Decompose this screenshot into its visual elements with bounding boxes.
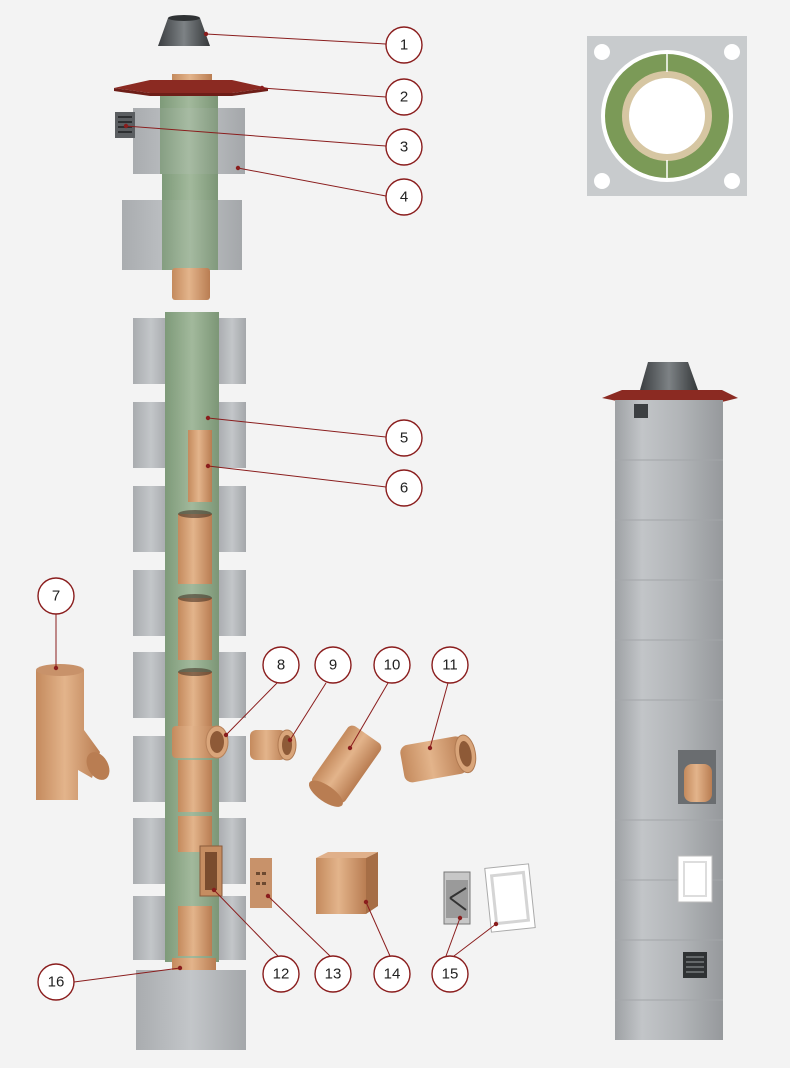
steel-cap [158,18,210,46]
svg-text:9: 9 [329,657,337,674]
callout-6: 6 [385,469,423,507]
callout-10: 10 [373,646,411,684]
assembled-vent-grille [683,952,707,978]
svg-text:14: 14 [384,966,401,983]
callout-3: 3 [385,128,423,166]
svg-text:2: 2 [400,89,408,106]
assembled-steel-cap [640,362,698,390]
callout-7: 7 [37,577,75,615]
connector-pipe [400,734,477,783]
svg-text:15: 15 [442,966,459,983]
callout-2: 2 [385,78,423,116]
svg-text:10: 10 [384,657,401,674]
svg-text:13: 13 [325,966,342,983]
leader-lines [53,31,499,983]
callout-9: 9 [314,646,352,684]
callout-12: 12 [262,955,300,993]
callout-numbers: 1 2 3 4 5 6 7 8 9 10 11 12 13 14 15 16 [37,26,469,1001]
svg-text:6: 6 [400,480,408,497]
svg-text:4: 4 [400,189,408,206]
callout-1: 1 [385,26,423,64]
short-socket [250,729,297,761]
svg-text:8: 8 [277,657,285,674]
svg-text:1: 1 [400,37,408,54]
callout-15: 15 [431,955,469,993]
top-view-section [587,36,747,196]
callout-13: 13 [314,955,352,993]
exploded-chimney [114,15,268,1050]
callout-16: 16 [37,963,75,1001]
cover-plate [114,80,268,93]
svg-text:5: 5 [400,430,408,447]
assembled-chimney [602,362,738,1040]
svg-text:3: 3 [400,139,408,156]
callout-4: 4 [385,178,423,216]
svg-text:7: 7 [52,588,60,605]
callout-8: 8 [262,646,300,684]
cleanout-doors [443,863,536,933]
callout-11: 11 [431,646,469,684]
assembled-cover-plate [602,390,738,402]
callout-5: 5 [385,419,423,457]
y-branch-pipe [36,664,110,800]
svg-text:16: 16 [48,974,65,991]
stacked-column [133,312,246,1050]
svg-text:12: 12 [273,966,290,983]
svg-text:11: 11 [442,657,458,674]
condensate-plate [250,858,272,908]
ceramic-box [316,852,378,914]
angled-pipe [308,725,382,807]
callout-14: 14 [373,955,411,993]
